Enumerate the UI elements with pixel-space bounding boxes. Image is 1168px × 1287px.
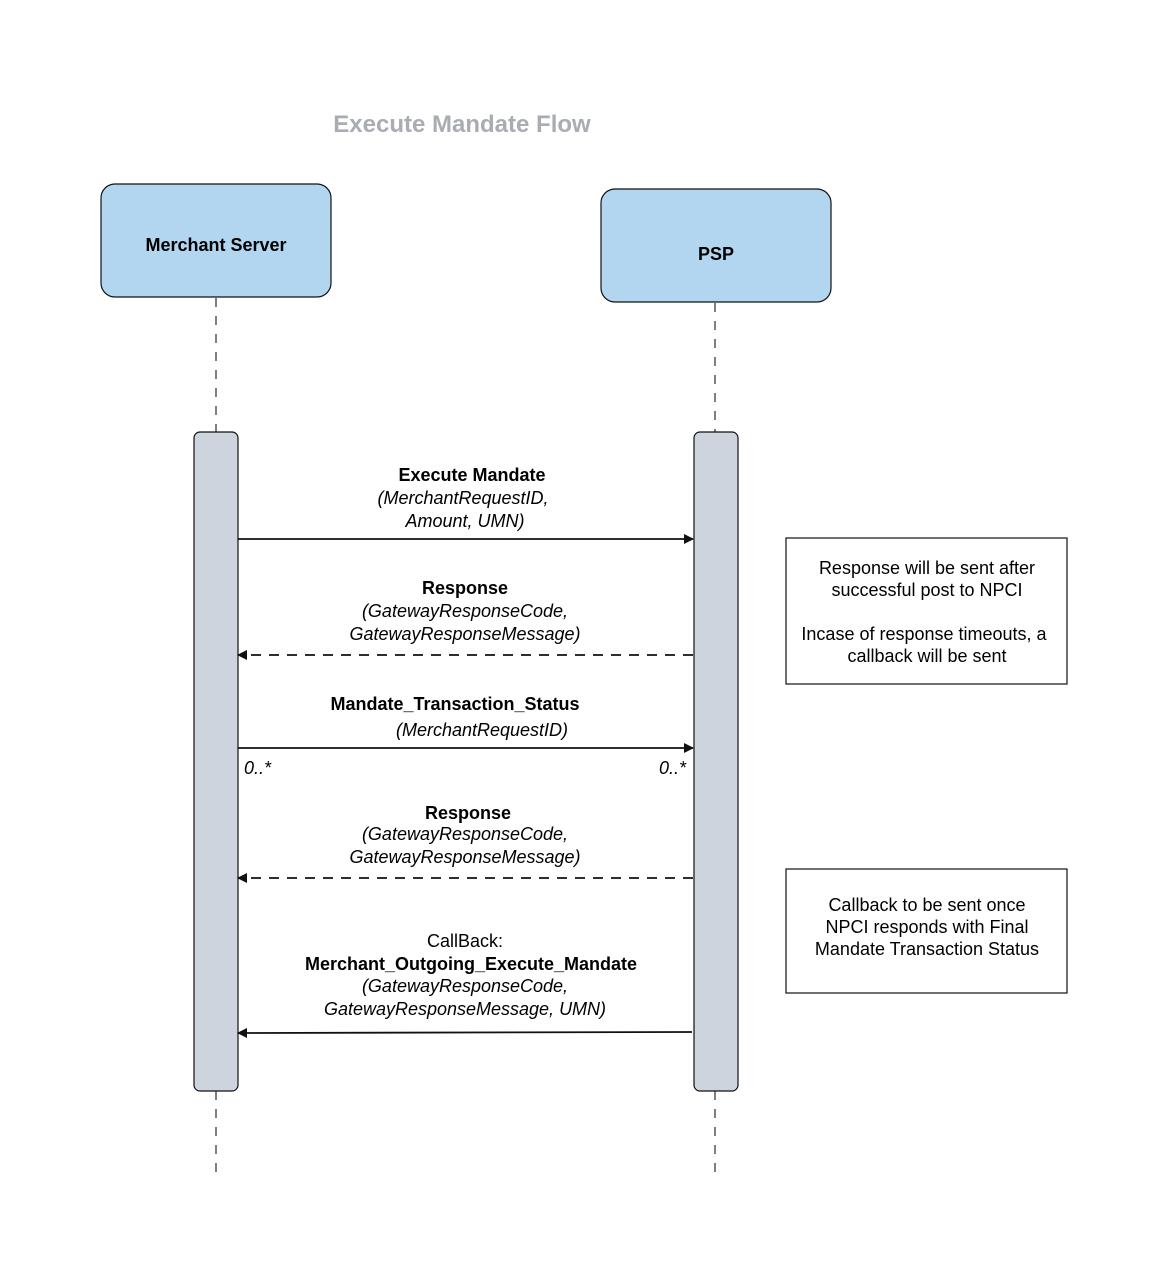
message-1-params-line1: (MerchantRequestID, [377,488,548,508]
actor-merchant-server: Merchant Server [100,183,332,298]
actor-psp: PSP [600,188,832,303]
message-5-prefix: CallBack: [427,931,503,951]
note-2-line1: Callback to be sent once [828,895,1025,915]
message-5-name: Merchant_Outgoing_Execute_Mandate [305,954,637,974]
message-3-multiplicity-left: 0..* [244,758,272,778]
diagram-title: Execute Mandate Flow [333,111,591,138]
message-5-params-line2: GatewayResponseMessage, UMN) [324,999,606,1019]
message-1-params-line2: Amount, UMN) [404,511,524,531]
message-5-params-line1: (GatewayResponseCode, [362,976,568,996]
message-2-params-line2: GatewayResponseMessage) [349,624,580,644]
note-response-timing: Response will be sent after successful p… [785,537,1068,685]
actor-psp-label: PSP [698,244,734,264]
message-callback: CallBack: Merchant_Outgoing_Execute_Mand… [237,931,693,1038]
actor-merchant-box [100,183,332,298]
message-3-multiplicity-right: 0..* [659,758,687,778]
merchant-activation-bar [193,431,239,1092]
message-mandate-transaction-status: Mandate_Transaction_Status (MerchantRequ… [238,694,694,778]
message-execute-mandate: Execute Mandate (MerchantRequestID, Amou… [238,465,694,544]
actor-psp-box [600,188,832,303]
message-3-name: Mandate_Transaction_Status [330,694,579,714]
message-5-arrow [237,1027,693,1038]
message-4-name: Response [425,803,511,823]
note-2-box [785,868,1068,994]
message-1-name: Execute Mandate [398,465,545,485]
note-2-line2: NPCI responds with Final [825,917,1028,937]
message-4-params-line2: GatewayResponseMessage) [349,847,580,867]
message-2-name: Response [422,578,508,598]
message-3-params-line1: (MerchantRequestID) [396,720,568,740]
message-2-params-line1: (GatewayResponseCode, [362,601,568,621]
message-4-params-line1: (GatewayResponseCode, [362,824,568,844]
message-response-1: Response (GatewayResponseCode, GatewayRe… [237,578,693,660]
note-1-line1: Response will be sent after [819,558,1035,578]
note-callback-timing: Callback to be sent once NPCI responds w… [785,868,1068,994]
note-1-box [785,537,1068,685]
message-response-2: Response (GatewayResponseCode, GatewayRe… [237,803,693,883]
note-1-line2: successful post to NPCI [831,580,1022,600]
note-1-line3: Incase of response timeouts, a [801,624,1047,644]
note-2-line3: Mandate Transaction Status [815,939,1039,959]
note-1-line4: callback will be sent [847,646,1006,666]
psp-activation-bar [693,431,739,1092]
actor-merchant-label: Merchant Server [145,235,286,255]
